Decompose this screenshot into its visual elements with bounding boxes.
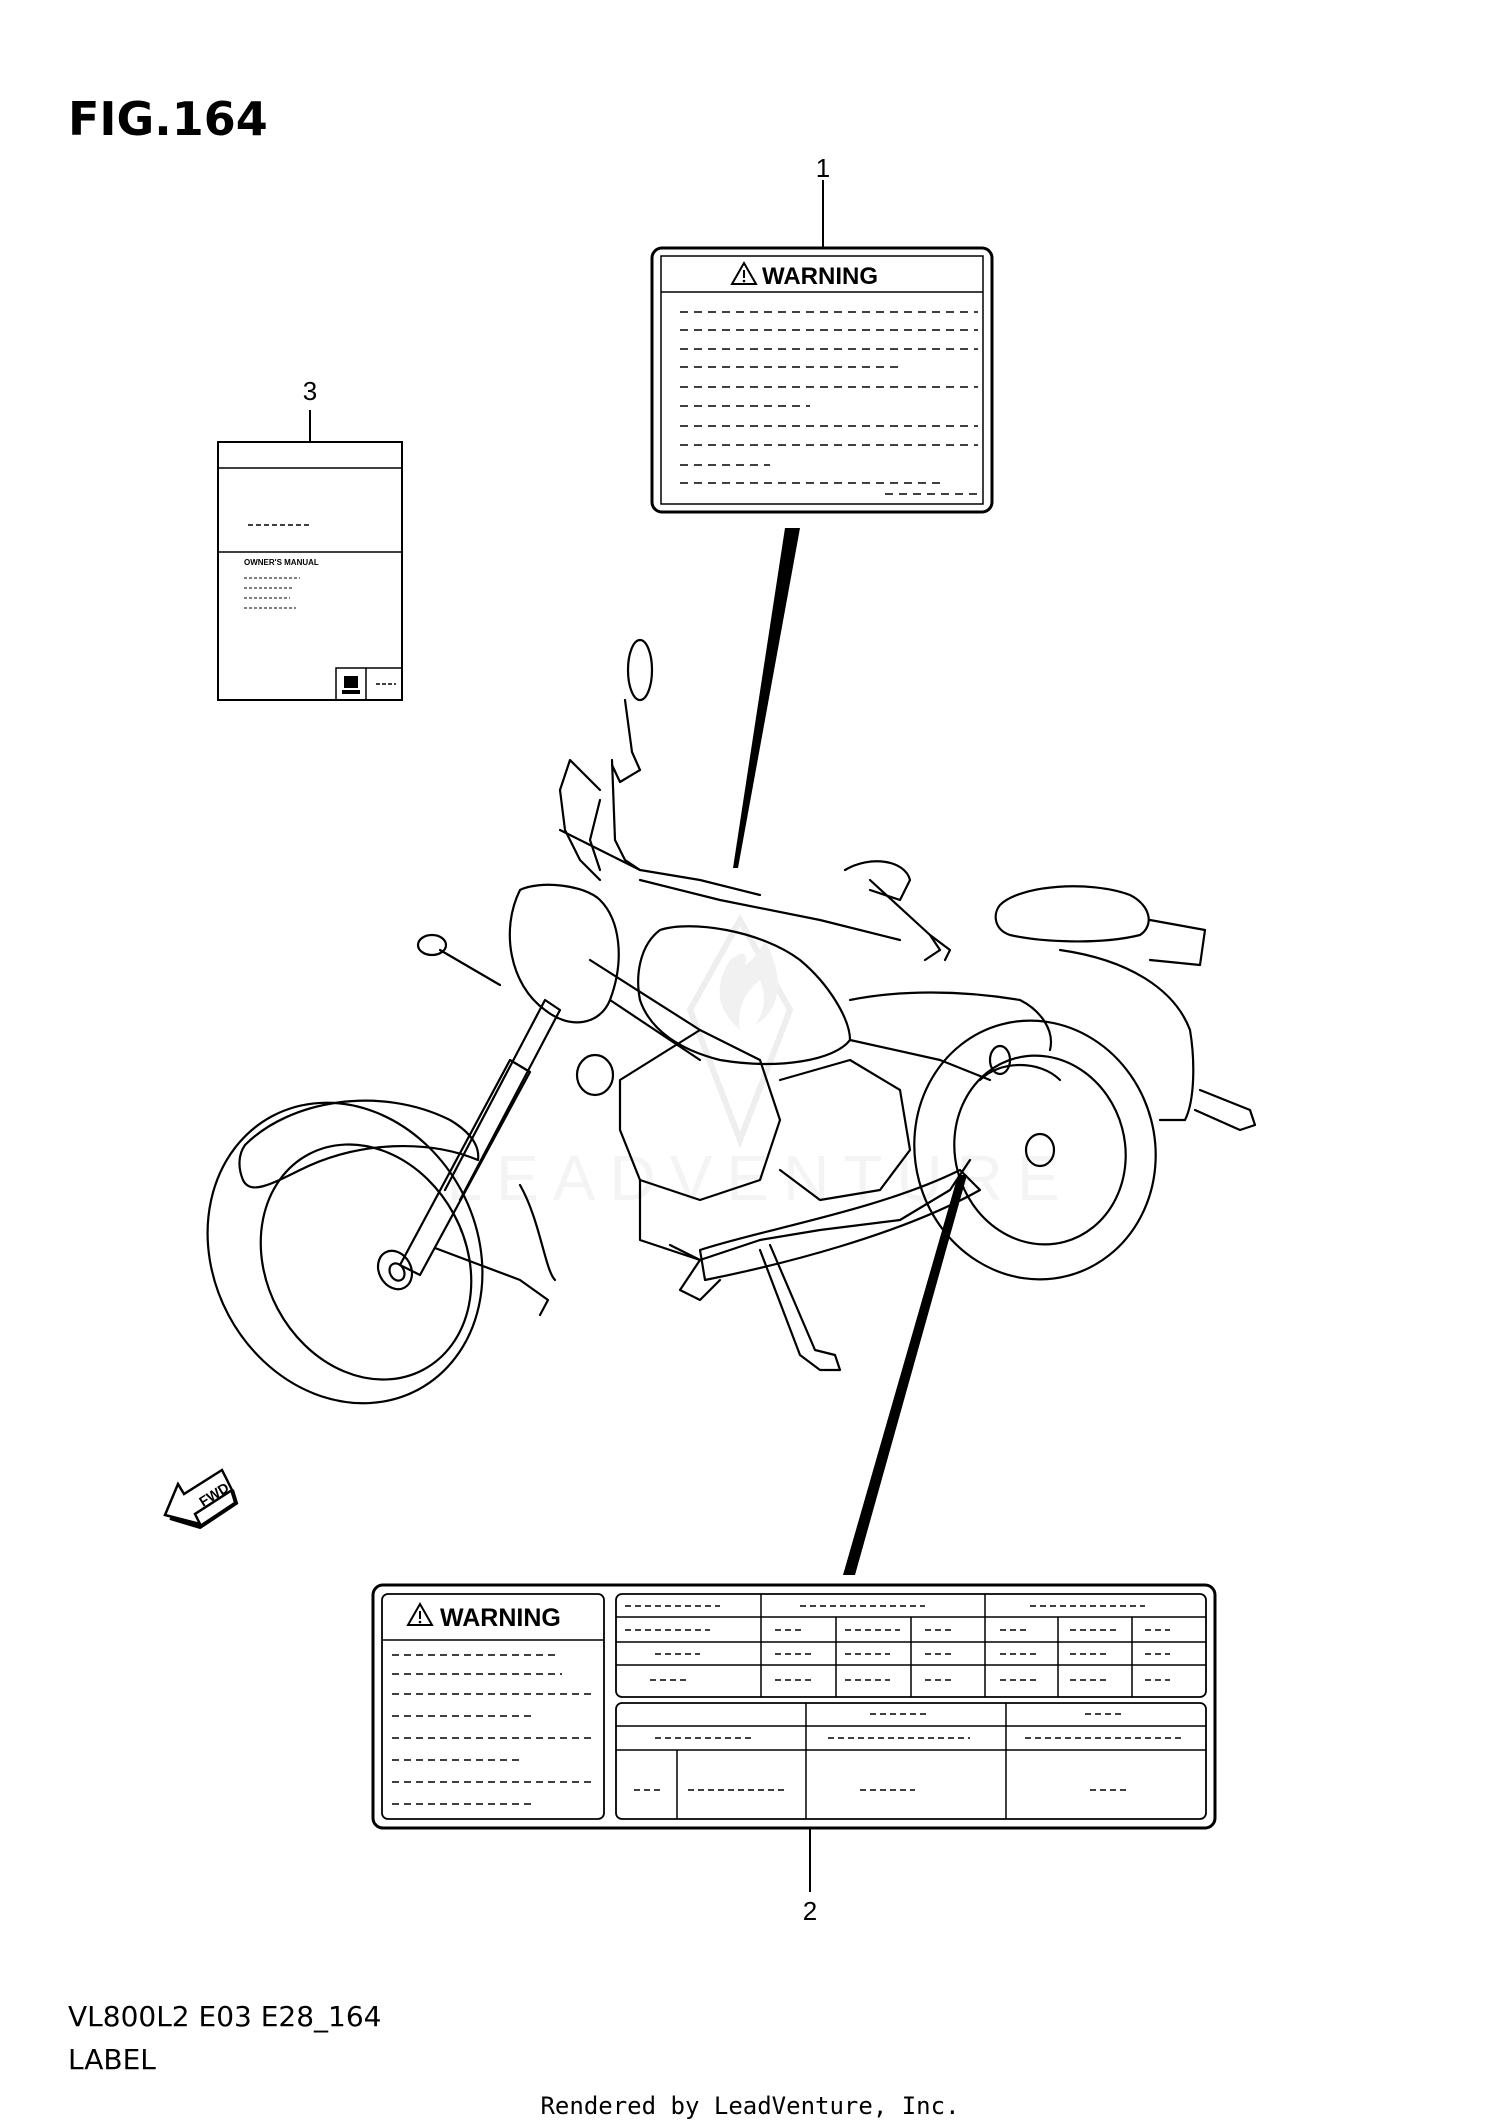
callout-1: 1 [816, 153, 830, 183]
figure-title: FIG.164 [68, 92, 268, 146]
label-2-warning: WARNING [371, 1583, 1217, 1926]
label-3-owners-manual: OWNER'S MANUAL 3 [217, 376, 403, 701]
callout-2: 2 [803, 1896, 817, 1926]
label-3-title: OWNER'S MANUAL [244, 558, 319, 567]
render-credit: Rendered by LeadVenture, Inc. [540, 2092, 960, 2120]
figure-caption: LABEL [68, 2043, 156, 2076]
label-1-text-lines [680, 311, 978, 495]
label-1-warning: WARNING 1 [650, 153, 994, 514]
fwd-arrow-icon: FWD [163, 1468, 239, 1530]
leader-line-2 [843, 1175, 967, 1575]
callout-3: 3 [303, 376, 317, 406]
label-2-heading: WARNING [440, 1604, 561, 1632]
brand-logo-icon [342, 676, 360, 694]
motorcycle-illustration [206, 638, 1257, 1405]
leader-line-1 [733, 528, 800, 868]
model-code: VL800L2 E03 E28_164 [68, 2000, 382, 2033]
warning-triangle-icon [406, 1601, 434, 1626]
label-1-heading: WARNING [762, 263, 878, 290]
watermark: LEADVENTURE [447, 913, 1060, 1214]
warning-triangle-icon [730, 260, 758, 285]
